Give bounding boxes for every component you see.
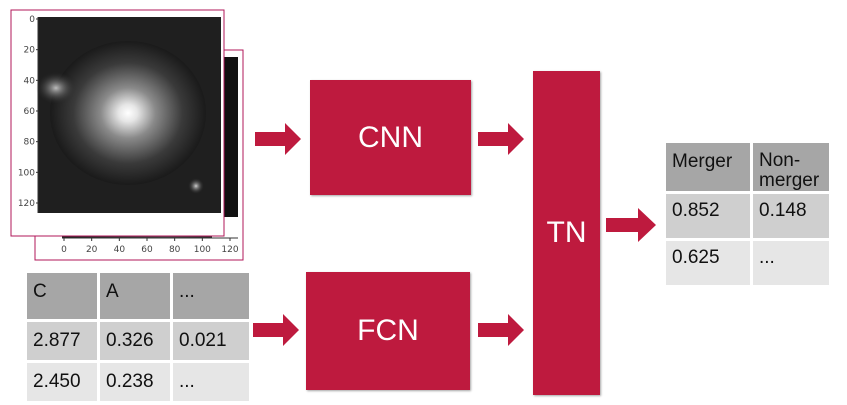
arrow-cnn-to-tn bbox=[478, 123, 524, 155]
x-tick-label: 0 bbox=[61, 245, 67, 255]
table-row: 0.625 ... bbox=[666, 241, 829, 285]
fcn-block: FCN bbox=[306, 272, 470, 390]
output-table-header: Merger Non- merger bbox=[666, 143, 829, 191]
output-probability-table: Merger Non- merger 0.852 0.148 0.625 ... bbox=[663, 140, 832, 288]
input-cell: ... bbox=[173, 363, 249, 401]
y-tick-label: 80 bbox=[24, 138, 36, 148]
galaxy-image-stack: 0 20 40 60 80 100 120 120 0 20 40 60 80 100 120 bbox=[0, 0, 260, 270]
input-cell: 0.238 bbox=[100, 363, 170, 401]
companion-blob bbox=[36, 72, 76, 104]
x-tick-label: 20 bbox=[86, 245, 98, 255]
table-row: 0.852 0.148 bbox=[666, 194, 829, 238]
input-header-cell: A bbox=[100, 273, 170, 319]
output-cell: 0.148 bbox=[753, 194, 829, 238]
output-header-cell: Non- merger bbox=[753, 143, 829, 191]
arrow-fcn-to-tn bbox=[478, 314, 524, 346]
galaxy-image-svg: 0 20 40 60 80 100 120 120 0 20 40 60 80 100 120 bbox=[10, 9, 244, 261]
table-row: 2.877 0.326 0.021 bbox=[27, 322, 249, 360]
cnn-label: CNN bbox=[358, 120, 423, 154]
input-cell: 2.877 bbox=[27, 322, 97, 360]
output-cell: ... bbox=[753, 241, 829, 285]
arrow-image-to-cnn bbox=[255, 123, 301, 155]
arrow-tn-to-output bbox=[606, 208, 656, 242]
x-tick-label: 100 bbox=[194, 245, 211, 255]
fcn-label: FCN bbox=[357, 314, 419, 347]
output-header-cell: Merger bbox=[666, 143, 750, 191]
y-tick-label: 120 bbox=[18, 199, 35, 209]
y-tick-label: 0 bbox=[29, 15, 35, 25]
output-cell: 0.625 bbox=[666, 241, 750, 285]
input-cell: 0.326 bbox=[100, 322, 170, 360]
y-tick-label: 60 bbox=[24, 107, 36, 117]
input-feature-table: C A ... 2.877 0.326 0.021 2.450 0.238 ..… bbox=[24, 270, 252, 404]
input-cell: 0.021 bbox=[173, 322, 249, 360]
x-tick-label: 40 bbox=[114, 245, 126, 255]
input-header-cell: C bbox=[27, 273, 97, 319]
tn-block: TN bbox=[533, 71, 600, 395]
x-tick-label: 60 bbox=[141, 245, 153, 255]
y-tick-label: 40 bbox=[24, 76, 36, 86]
y-tick-label: 20 bbox=[24, 46, 36, 56]
x-tick-label: 80 bbox=[169, 245, 181, 255]
front-y-axis-ticks: 0 20 40 60 80 100 120 bbox=[18, 15, 38, 209]
x-tick-label: 120 bbox=[221, 245, 238, 255]
table-row: 2.450 0.238 ... bbox=[27, 363, 249, 401]
small-star bbox=[188, 178, 204, 194]
back-x-axis-ticks: 0 20 40 60 80 100 120 bbox=[61, 238, 239, 255]
tn-label: TN bbox=[546, 216, 587, 249]
output-cell: 0.852 bbox=[666, 194, 750, 238]
input-cell: 2.450 bbox=[27, 363, 97, 401]
input-header-cell: ... bbox=[173, 273, 249, 319]
y-tick-label: 100 bbox=[18, 168, 35, 178]
galaxy-core bbox=[50, 41, 206, 185]
input-table-header: C A ... bbox=[27, 273, 249, 319]
arrow-table-to-fcn bbox=[253, 314, 299, 346]
cnn-block: CNN bbox=[310, 80, 471, 195]
